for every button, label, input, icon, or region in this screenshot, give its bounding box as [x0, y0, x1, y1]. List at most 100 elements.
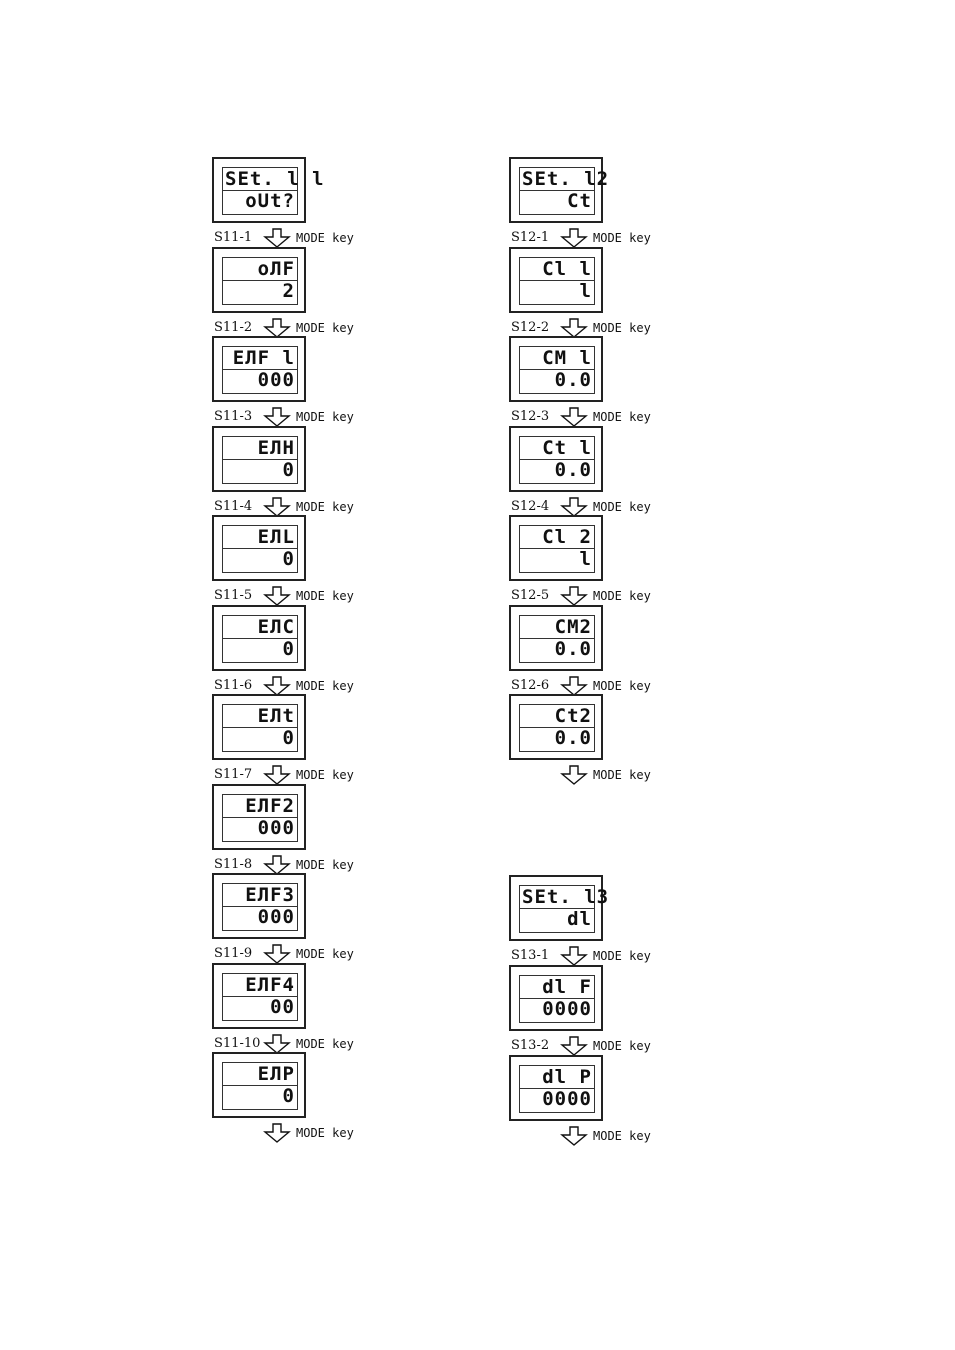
- mode-key-label: MODE key: [296, 499, 354, 514]
- mode-key-label: MODE key: [593, 949, 651, 963]
- down-arrow-icon: [260, 407, 294, 427]
- down-arrow-icon: [260, 854, 294, 875]
- mode-key-label: MODE key: [296, 1036, 354, 1051]
- down-arrow-icon: [557, 1036, 591, 1056]
- down-arrow-icon: [557, 317, 591, 338]
- lcd-divider: [223, 1085, 297, 1086]
- step-label-right_column_b-0: S13-1 MODE key: [511, 946, 651, 966]
- lcd-top-readout: oЛF: [257, 257, 295, 280]
- step-number: S12-2: [511, 319, 550, 335]
- lcd-top-readout: dl F: [542, 976, 592, 998]
- lcd-bottom-readout: 0: [282, 548, 295, 570]
- mode-key-label: MODE key: [296, 678, 354, 693]
- mode-key-label: MODE key: [593, 1129, 651, 1143]
- lcd-divider: [520, 998, 594, 999]
- lcd-bottom-readout: 0: [282, 727, 295, 749]
- mode-key-label: MODE key: [296, 857, 354, 872]
- lcd-top-readout: Cl l: [542, 257, 592, 280]
- lcd-divider: [520, 727, 594, 728]
- mode-key-label: MODE key: [296, 410, 354, 424]
- step-number: S11-7: [214, 767, 253, 782]
- down-arrow-icon: [557, 946, 591, 966]
- lcd-bottom-readout: 0: [282, 1085, 295, 1107]
- step-label-left_column-3: S11-4 MODE key: [214, 496, 354, 517]
- lcd-divider: [520, 548, 594, 549]
- step-number: S11-4: [214, 498, 253, 514]
- mode-key-label: MODE key: [296, 1126, 354, 1140]
- lcd-bottom-readout: dl: [567, 908, 592, 930]
- lcd-bottom-readout: 00: [270, 995, 295, 1018]
- lcd-divider: [520, 908, 594, 909]
- lcd-top-readout: EЛF3: [245, 884, 295, 906]
- lcd-top-readout: EЛF l: [232, 347, 295, 369]
- lcd-top-readout: Ct l: [542, 436, 592, 459]
- lcd-divider: [223, 995, 297, 997]
- step-number: S13-2: [511, 1038, 550, 1053]
- lcd-top-readout: EЛH: [257, 436, 295, 459]
- down-arrow-icon: [557, 586, 591, 606]
- lcd-bottom-readout: 0: [282, 458, 295, 481]
- step-number: S13-1: [511, 948, 550, 963]
- mode-key-label: MODE key: [593, 768, 651, 782]
- lcd-top-readout: SEt. l3: [522, 886, 610, 908]
- lcd-bottom-readout: 000: [257, 369, 295, 391]
- lcd-bottom-readout: oUt?: [245, 190, 295, 212]
- lcd-bottom-readout: 0.0: [554, 458, 592, 481]
- step-number: S12-3: [511, 409, 550, 424]
- lcd-divider: [520, 1088, 594, 1089]
- mode-key-label: MODE key: [593, 499, 651, 514]
- lcd-bottom-readout: 000: [257, 906, 295, 928]
- lcd-top-readout: SEt. l l: [225, 168, 325, 190]
- down-arrow-icon: [260, 317, 294, 338]
- lcd-top-readout: dl P: [542, 1066, 592, 1088]
- lcd-top-readout: EЛL: [257, 526, 295, 548]
- down-arrow-icon: [557, 496, 591, 517]
- lcd-bottom-readout: l: [579, 548, 592, 570]
- mode-key-label: MODE key: [296, 589, 354, 603]
- step-label-right_column_a-6: MODE key: [511, 765, 651, 785]
- mode-key-label: MODE key: [593, 678, 651, 693]
- lcd-top-readout: Ct2: [554, 705, 592, 727]
- lcd-bottom-readout: 0000: [542, 998, 592, 1020]
- lcd-divider: [520, 369, 594, 370]
- lcd-bottom-readout: 0.0: [554, 637, 592, 660]
- lcd-divider: [223, 637, 297, 639]
- lcd-top-readout: EЛC: [257, 615, 295, 638]
- lcd-bottom-readout: l: [579, 279, 592, 302]
- mode-key-label: MODE key: [593, 410, 651, 424]
- step-number: S11-1: [214, 230, 253, 245]
- down-arrow-icon: [557, 407, 591, 427]
- down-arrow-icon: [557, 228, 591, 248]
- down-arrow-icon: [260, 228, 294, 248]
- mode-key-label: MODE key: [593, 589, 651, 603]
- lcd-bottom-readout: Ct: [567, 190, 592, 212]
- step-number: S11-9: [214, 946, 253, 961]
